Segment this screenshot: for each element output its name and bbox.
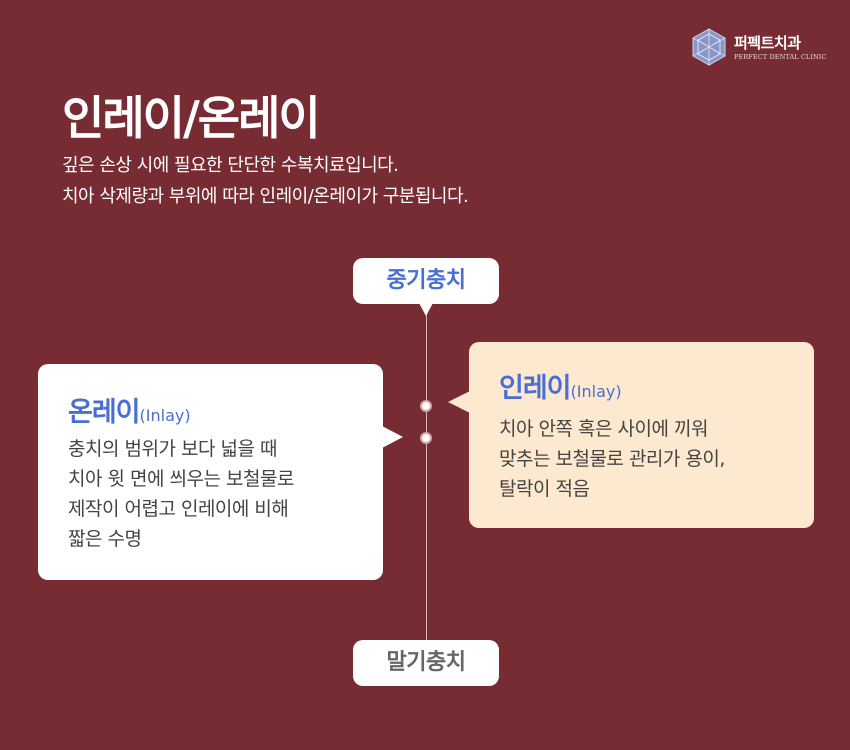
subtitle-line: 깊은 손상 시에 필요한 단단한 수복치료입니다. bbox=[62, 155, 399, 176]
subtitle-line: 치아 삭제량과 부위에 따라 인레이/온레이가 구분됩니다. bbox=[62, 186, 469, 207]
description-line: 치아 안쪽 혹은 사이에 끼워 bbox=[499, 418, 708, 440]
onlay-card: 온레이(Inlay) 충치의 범위가 보다 넓을 때 치아 윗 면에 씌우는 보… bbox=[38, 364, 403, 580]
description-line: 충치의 범위가 보다 넓을 때 bbox=[68, 438, 277, 460]
page-subtitle: 깊은 손상 시에 필요한 단단한 수복치료입니다. 치아 삭제량과 부위에 따라… bbox=[62, 150, 469, 212]
timeline-line bbox=[426, 296, 427, 652]
gem-icon bbox=[692, 28, 726, 66]
onlay-title: 온레이(Inlay) bbox=[68, 390, 191, 429]
description-line: 치아 윗 면에 씌우는 보철물로 bbox=[68, 468, 294, 490]
stage-label-middle-caries: 중기충치 bbox=[353, 258, 499, 316]
inlay-title-en: (Inlay) bbox=[570, 382, 622, 401]
description-line: 짧은 수명 bbox=[68, 528, 142, 550]
onlay-title-en: (Inlay) bbox=[139, 406, 191, 425]
description-line: 제작이 어렵고 인레이에 비해 bbox=[68, 498, 289, 520]
inlay-description: 치아 안쪽 혹은 사이에 끼워 맞추는 보철물로 관리가 용이, 탈락이 적음 bbox=[499, 414, 725, 504]
onlay-title-ko: 온레이 bbox=[68, 397, 141, 428]
page-title: 인레이/온레이 bbox=[62, 91, 321, 145]
clinic-logo[interactable]: 퍼펙트치과 PERFECT DENTAL CLINIC bbox=[690, 28, 830, 68]
logo-subtitle: PERFECT DENTAL CLINIC bbox=[734, 53, 827, 61]
description-line: 맞추는 보철물로 관리가 용이, bbox=[499, 448, 725, 470]
logo-name: 퍼펙트치과 bbox=[734, 34, 801, 52]
inlay-card: 인레이(Inlay) 치아 안쪽 혹은 사이에 끼워 맞추는 보철물로 관리가 … bbox=[448, 342, 814, 528]
inlay-title-ko: 인레이 bbox=[499, 373, 572, 404]
description-line: 탈락이 적음 bbox=[499, 478, 590, 500]
onlay-description: 충치의 범위가 보다 넓을 때 치아 윗 면에 씌우는 보철물로 제작이 어렵고… bbox=[68, 434, 294, 554]
timeline-dot-inlay bbox=[420, 400, 432, 412]
inlay-title: 인레이(Inlay) bbox=[499, 366, 622, 405]
stage-label-late-caries: 말기충치 bbox=[353, 640, 499, 686]
timeline-dot-onlay bbox=[420, 432, 432, 444]
